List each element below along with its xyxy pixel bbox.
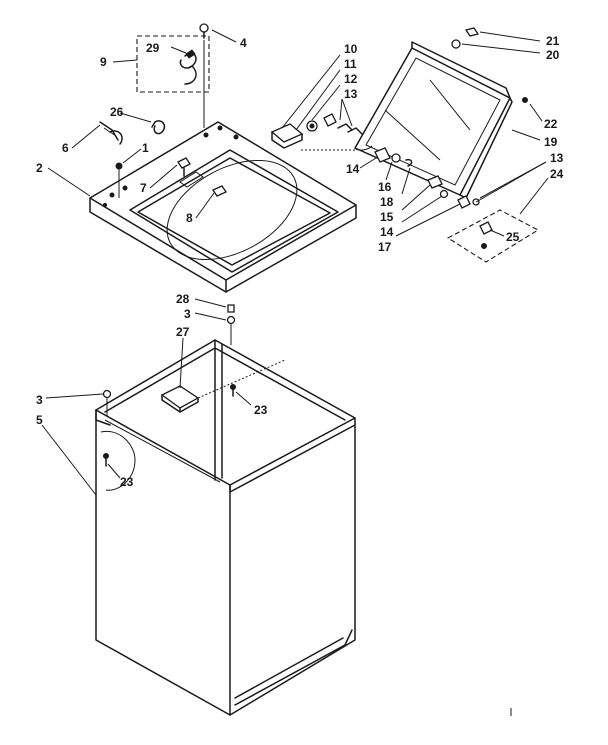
callout-25: 25 [506, 230, 520, 244]
callout-18: 18 [380, 195, 394, 209]
screw-part-1 [115, 162, 123, 198]
callout-5: 5 [36, 413, 43, 427]
cabinet [95, 339, 356, 716]
screw-parts-23 [103, 384, 236, 467]
callout-8: 8 [186, 211, 193, 225]
callout-6: 6 [62, 141, 69, 155]
callout-19: 19 [544, 135, 558, 149]
callout-23-left: 23 [120, 475, 134, 489]
callout-labels: 4 29 9 26 6 1 2 7 8 10 11 12 13 14 16 18… [36, 34, 564, 489]
callout-28: 28 [176, 292, 190, 306]
callout-12: 12 [344, 72, 358, 86]
callout-3-upper: 3 [184, 307, 191, 321]
callout-29: 29 [146, 41, 160, 55]
callout-22: 22 [544, 117, 558, 131]
callout-3-lower: 3 [36, 393, 43, 407]
callout-16: 16 [378, 180, 392, 194]
part-7 [177, 157, 191, 177]
part-24-box [446, 209, 540, 263]
callout-1: 1 [142, 141, 149, 155]
part-8 [212, 185, 227, 197]
callout-26: 26 [110, 105, 124, 119]
callout-9: 9 [100, 55, 107, 69]
hinge-parts-left [270, 113, 363, 149]
callout-23-right: 23 [254, 403, 268, 417]
callout-4: 4 [240, 36, 247, 50]
callout-13-right: 13 [550, 151, 564, 165]
callout-24: 24 [550, 167, 564, 181]
callout-14-upper: 14 [346, 162, 360, 176]
callout-21: 21 [546, 34, 560, 48]
part-26 [151, 120, 166, 135]
callout-7: 7 [140, 181, 147, 195]
part-6 [99, 121, 123, 145]
leader-lines [41, 29, 549, 496]
part-22 [522, 97, 528, 103]
callout-13-left: 13 [344, 87, 358, 101]
lid [354, 41, 513, 199]
screw-parts-28-3 [102, 304, 236, 416]
top-cover [89, 121, 357, 293]
callout-15: 15 [380, 210, 394, 224]
callout-27: 27 [176, 325, 190, 339]
callout-11: 11 [344, 57, 357, 71]
callout-20: 20 [546, 48, 560, 62]
callout-14-lower: 14 [380, 225, 394, 239]
hinge-parts-right [374, 147, 480, 209]
callout-10: 10 [344, 42, 358, 56]
callout-17: 17 [378, 240, 392, 254]
part-20-21 [451, 27, 480, 49]
callout-2: 2 [36, 161, 43, 175]
screw-part-4 [199, 23, 209, 128]
plug-button-part [160, 385, 200, 413]
part-29-box [136, 35, 210, 93]
